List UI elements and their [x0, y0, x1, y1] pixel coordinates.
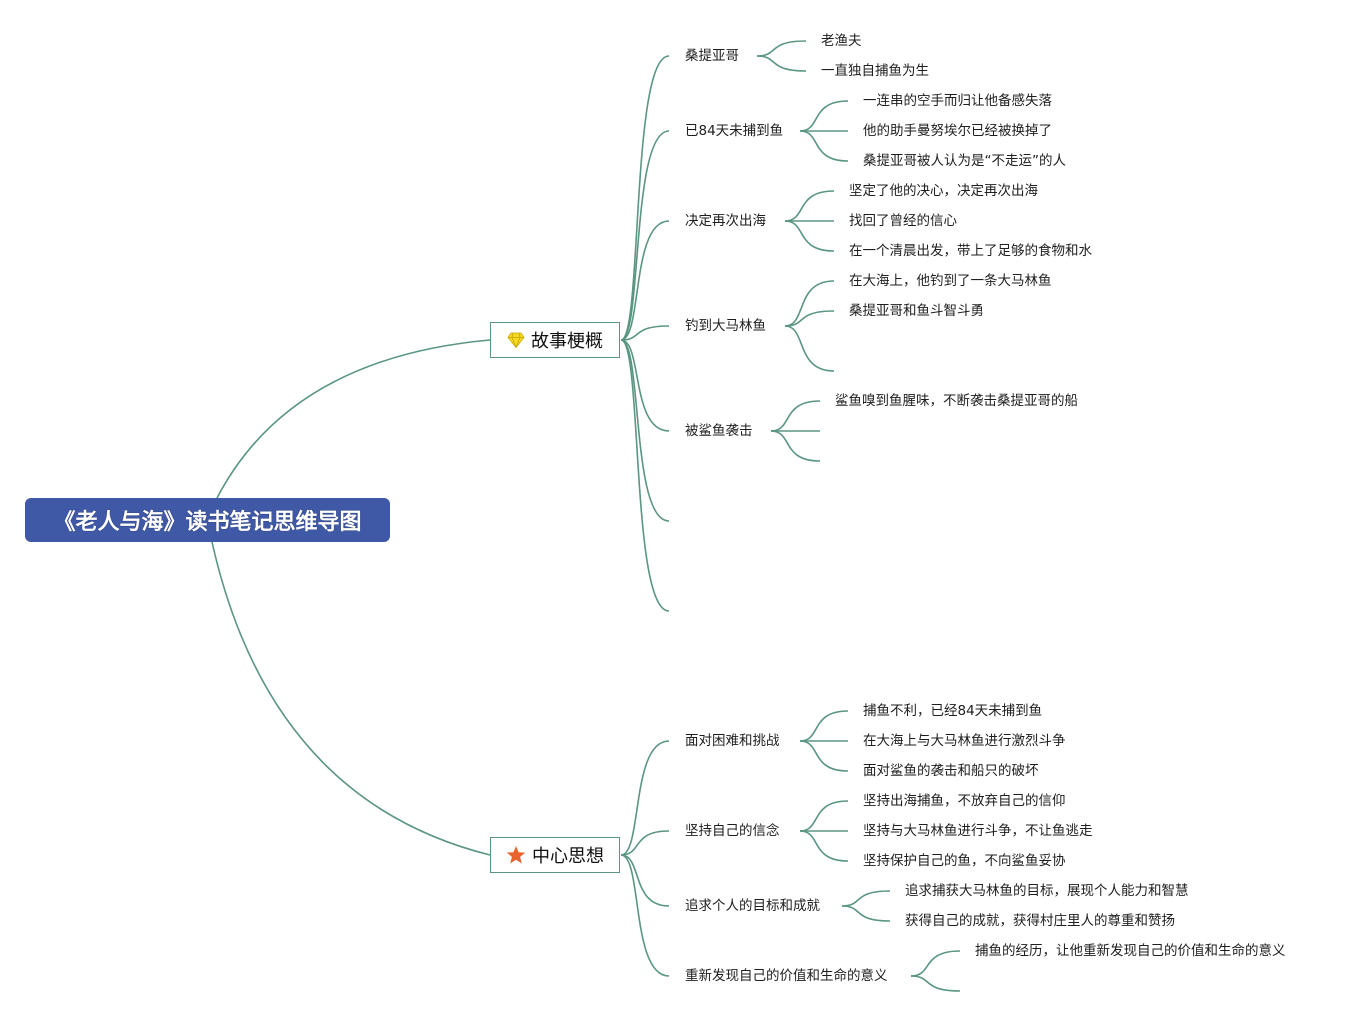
edge-story-detail — [770, 430, 821, 462]
story-topic[interactable]: 钓到大马林鱼 — [685, 318, 766, 334]
branch-story-summary[interactable]: 故事梗概 — [490, 322, 620, 358]
idea-topic[interactable]: 重新发现自己的价值和生命的意义 — [685, 968, 888, 984]
edge-story-topic — [620, 55, 670, 341]
edge-story-detail — [799, 130, 849, 162]
story-detail[interactable]: 一连串的空手而归让他备感失落 — [863, 93, 1052, 109]
idea-detail[interactable]: 坚持与大马林鱼进行斗争，不让鱼逃走 — [863, 823, 1093, 839]
idea-detail[interactable]: 追求捕获大马林鱼的目标，展现个人能力和智慧 — [905, 883, 1189, 899]
edge-idea-detail — [799, 710, 849, 742]
edge-idea-topic — [620, 740, 670, 856]
branch-label: 中心思想 — [532, 846, 604, 867]
edge-story-topic — [620, 325, 670, 341]
edge-story-detail — [784, 280, 835, 327]
idea-detail[interactable]: 坚持保护自己的鱼，不向鲨鱼妥协 — [863, 853, 1066, 869]
edge-idea-detail — [799, 740, 849, 772]
root-topic[interactable]: 《老人与海》读书笔记思维导图 — [25, 498, 390, 542]
story-topic[interactable]: 已84天未捕到鱼 — [685, 123, 784, 139]
branch-label: 故事梗概 — [531, 331, 603, 352]
edge-idea-topic — [620, 854, 670, 907]
edge-idea-detail — [841, 890, 891, 907]
edge-idea-detail — [799, 830, 849, 862]
edge-idea-detail — [910, 975, 961, 992]
edge-story-detail — [784, 325, 835, 372]
story-detail[interactable]: 找回了曾经的信心 — [849, 213, 957, 229]
story-topic[interactable]: 桑提亚哥 — [685, 48, 739, 64]
edge-story-detail — [770, 400, 821, 432]
edge-root-to-story-summary — [216, 339, 491, 499]
story-detail[interactable]: 鲨鱼嗅到鱼腥味，不断袭击桑提亚哥的船 — [835, 393, 1078, 409]
story-detail[interactable]: 一直独自捕鱼为生 — [821, 63, 929, 79]
edge-idea-topic — [620, 830, 670, 856]
idea-detail[interactable]: 获得自己的成就，获得村庄里人的尊重和赞扬 — [905, 913, 1175, 929]
idea-topic[interactable]: 面对困难和挑战 — [685, 733, 780, 749]
edge-idea-detail — [799, 800, 849, 832]
edge-idea-detail — [910, 950, 961, 977]
story-detail[interactable]: 桑提亚哥和鱼斗智斗勇 — [849, 303, 984, 319]
edge-story-topic — [620, 339, 670, 522]
story-topic[interactable]: 决定再次出海 — [685, 213, 766, 229]
edge-story-topic — [620, 339, 670, 432]
idea-detail[interactable]: 面对鲨鱼的袭击和船只的破坏 — [863, 763, 1039, 779]
edge-root-to-central-idea — [211, 541, 491, 856]
edge-story-detail — [756, 40, 807, 57]
connector-lines — [211, 40, 961, 992]
story-topic[interactable]: 被鲨鱼袭击 — [685, 423, 753, 439]
idea-detail[interactable]: 捕鱼的经历，让他重新发现自己的价值和生命的意义 — [975, 943, 1286, 959]
idea-detail[interactable]: 在大海上与大马林鱼进行激烈斗争 — [863, 733, 1066, 749]
edge-story-detail — [784, 310, 835, 327]
story-detail[interactable]: 老渔夫 — [821, 33, 862, 49]
story-detail[interactable]: 他的助手曼努埃尔已经被换掉了 — [863, 123, 1052, 139]
idea-detail[interactable]: 捕鱼不利，已经84天未捕到鱼 — [863, 703, 1043, 719]
edge-story-detail — [756, 55, 807, 72]
root-title: 《老人与海》读书笔记思维导图 — [53, 510, 362, 535]
idea-topic[interactable]: 坚持自己的信念 — [685, 823, 780, 839]
edge-story-topic — [620, 130, 670, 341]
edge-idea-detail — [841, 905, 891, 922]
story-detail[interactable]: 坚定了他的决心，决定再次出海 — [849, 183, 1038, 199]
gem-icon — [507, 331, 525, 349]
idea-topic[interactable]: 追求个人的目标和成就 — [685, 898, 820, 914]
branch-central-idea[interactable]: 中心思想 — [490, 837, 620, 873]
edge-story-detail — [784, 190, 835, 222]
idea-detail[interactable]: 坚持出海捕鱼，不放弃自己的信仰 — [863, 793, 1066, 809]
edge-story-topic — [620, 220, 670, 341]
edge-story-detail — [784, 220, 835, 252]
story-detail[interactable]: 桑提亚哥被人认为是“不走运”的人 — [863, 153, 1066, 169]
edge-idea-topic — [620, 854, 670, 977]
story-detail[interactable]: 在一个清晨出发，带上了足够的食物和水 — [849, 243, 1092, 259]
edge-story-topic — [620, 339, 670, 612]
star-icon — [506, 845, 526, 865]
edge-story-detail — [799, 100, 849, 132]
story-detail[interactable]: 在大海上，他钓到了一条大马林鱼 — [849, 273, 1052, 289]
